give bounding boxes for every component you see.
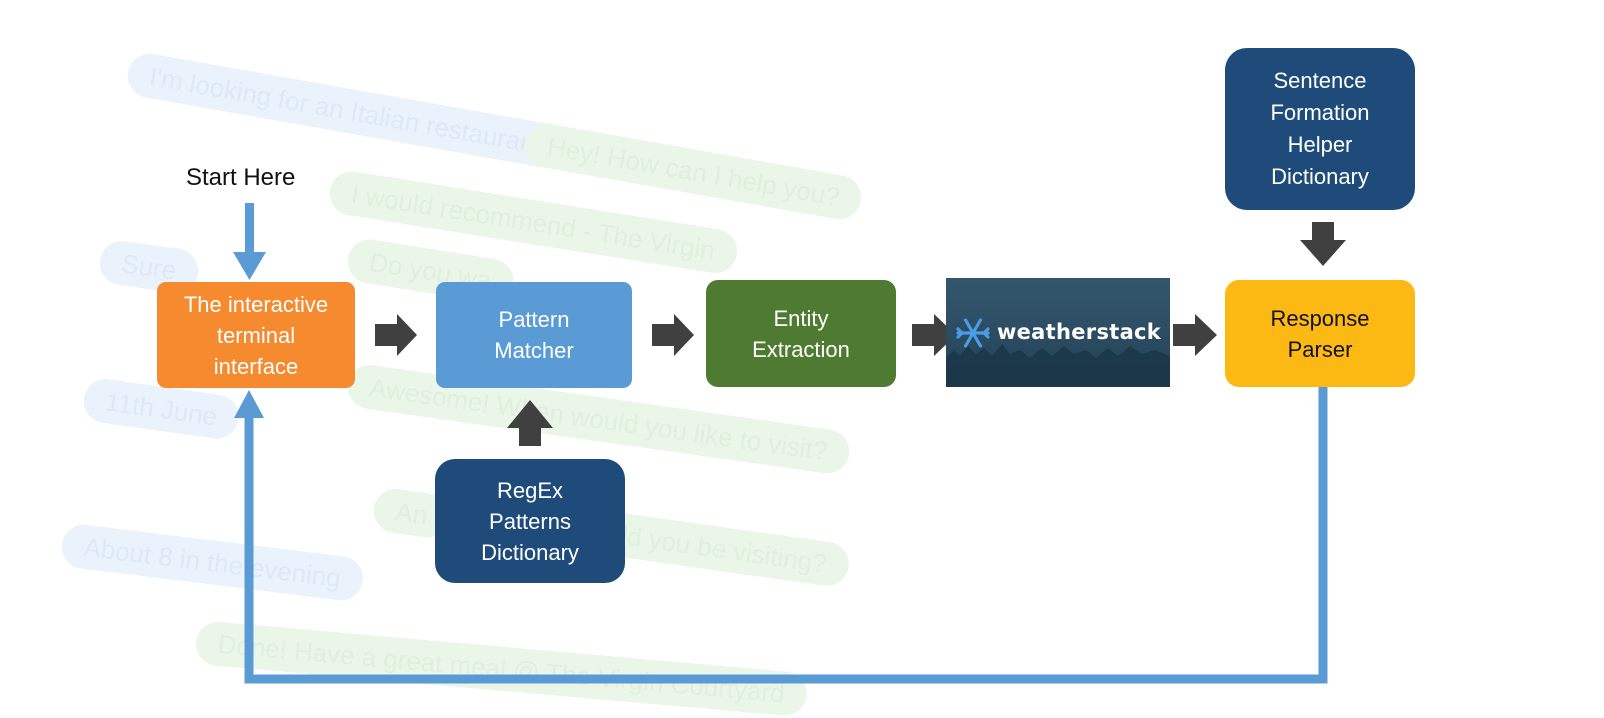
regex-dictionary-node: RegEx Patterns Dictionary [435, 459, 625, 583]
weatherstack-logo-node: weatherstack [946, 278, 1170, 387]
snowflake-icon [956, 317, 990, 348]
entity-extraction-label: Entity Extraction [752, 305, 850, 362]
regex-dictionary-label: RegEx Patterns Dictionary [481, 477, 579, 565]
entity-extraction-node: Entity Extraction [706, 280, 896, 387]
pattern-matcher-node: Pattern Matcher [436, 282, 632, 388]
arrow-weather-to-response [1173, 314, 1217, 356]
arrow-sentence-to-response [1300, 222, 1346, 266]
pattern-matcher-label: Pattern Matcher [494, 307, 574, 363]
response-parser-node: Response Parser [1225, 280, 1415, 387]
weatherstack-wordmark: weatherstack [996, 320, 1162, 344]
start-arrow [233, 203, 266, 280]
sentence-formation-node: Sentence Formation Helper Dictionary [1225, 48, 1415, 210]
arrow-entity-to-weather [912, 314, 956, 356]
sentence-formation-label: Sentence Formation Helper Dictionary [1270, 68, 1370, 189]
terminal-interface-node: The interactive terminal interface [157, 282, 355, 388]
feedback-loop-line [234, 384, 1328, 684]
forest-silhouette [946, 344, 1170, 387]
start-here-label: Start Here [186, 164, 296, 191]
arrow-pattern-to-entity [652, 314, 694, 356]
arrow-regex-to-pattern [507, 400, 553, 446]
response-parser-label: Response Parser [1270, 305, 1370, 362]
arrow-terminal-to-pattern [375, 314, 417, 356]
terminal-interface-label: The interactive terminal interface [183, 291, 329, 379]
